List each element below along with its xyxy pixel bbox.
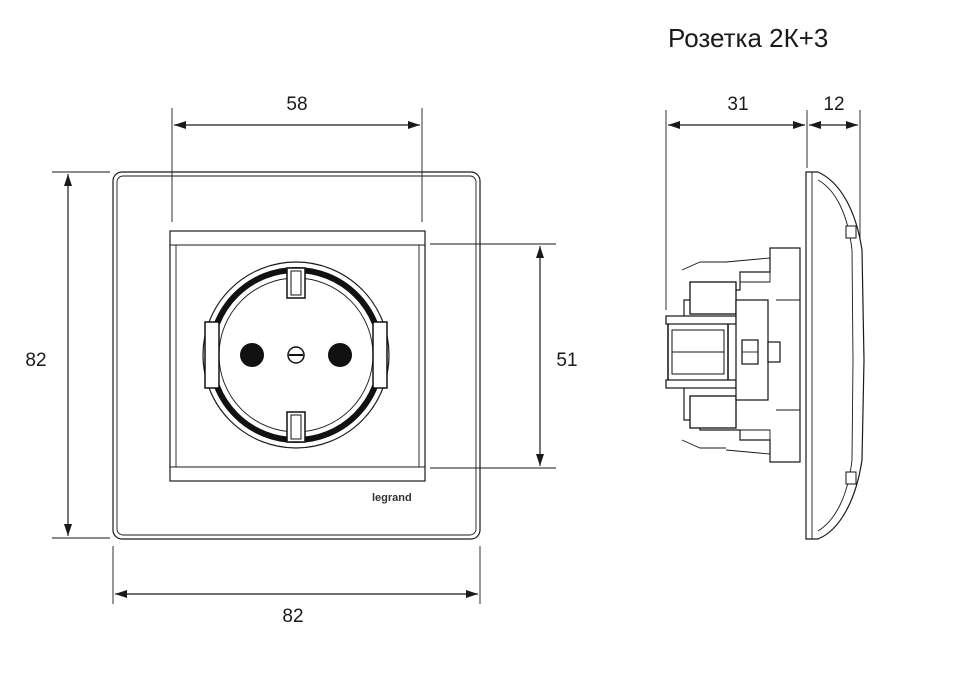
mechanism-body xyxy=(665,247,801,463)
dim-outer-height: 82 xyxy=(25,350,46,371)
frame-profile xyxy=(805,171,865,540)
ground-clip-bottom xyxy=(286,411,306,443)
center-screw xyxy=(287,346,305,364)
ground-clip-top xyxy=(286,267,306,299)
drawing-title: Розетка 2К+3 xyxy=(668,23,828,53)
front-view: legrand xyxy=(112,171,481,540)
dim-outer-width: 82 xyxy=(282,606,303,627)
front-dimensions: 58 82 51 82 xyxy=(25,94,577,627)
side-notch-right xyxy=(372,321,388,389)
inner-plate xyxy=(169,230,426,482)
side-notch-left xyxy=(204,321,220,389)
brand-logo: legrand xyxy=(372,492,412,504)
dim-inner-height: 51 xyxy=(556,350,577,371)
pin-hole-left xyxy=(240,343,264,367)
socket-face xyxy=(202,261,390,449)
dim-frame-depth: 12 xyxy=(823,94,844,115)
outer-frame xyxy=(112,171,481,540)
side-view xyxy=(665,171,865,540)
dim-mechanism-depth: 31 xyxy=(727,94,748,115)
dim-inner-width: 58 xyxy=(286,94,307,115)
side-dimensions: 31 12 xyxy=(665,94,861,310)
pin-hole-right xyxy=(328,343,352,367)
